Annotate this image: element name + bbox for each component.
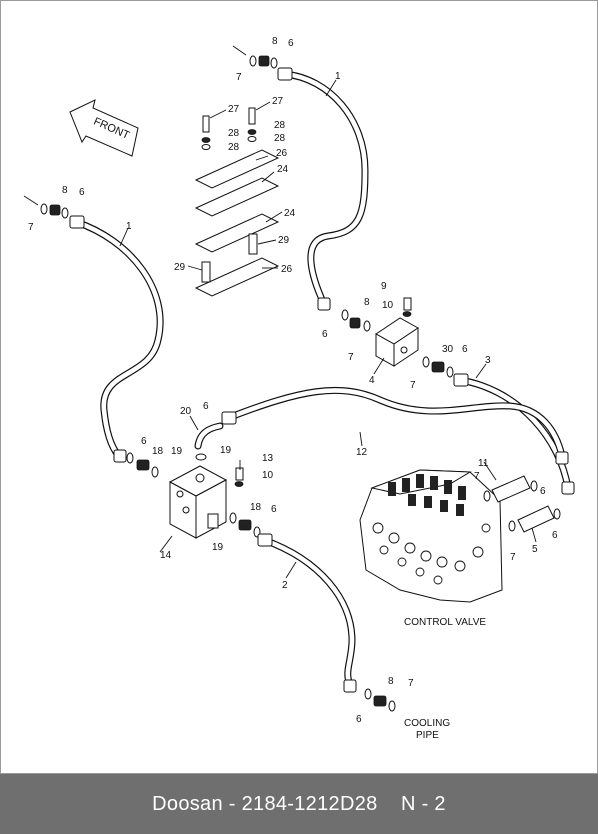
callout-8-left: 8	[62, 185, 68, 196]
callout-9: 9	[381, 281, 387, 292]
fitting-mid	[341, 309, 454, 378]
callout-3: 3	[485, 355, 491, 366]
block-14	[168, 465, 244, 539]
callout-14: 14	[160, 550, 172, 561]
hose-1-upper	[277, 67, 369, 311]
clamp-assembly	[194, 107, 280, 297]
hose-3	[453, 373, 575, 495]
callout-6-b: 6	[271, 504, 277, 515]
callout-6-5: 6	[552, 530, 558, 541]
callout-21: 24	[277, 164, 289, 175]
callout-6-c: 6	[356, 714, 362, 725]
callout-10-b: 10	[262, 470, 274, 481]
footer-page: N - 2	[400, 792, 446, 815]
front-arrow: FRONT	[69, 99, 139, 157]
callout-27b: 28	[274, 133, 286, 144]
adapter-11	[483, 475, 538, 503]
elbow-20	[194, 422, 224, 461]
callout-22: 27	[228, 104, 240, 115]
callout-5: 5	[532, 544, 538, 555]
callout-8-mid: 8	[364, 297, 370, 308]
fitting-top	[232, 45, 278, 69]
callout-18-b: 18	[250, 502, 262, 513]
callout-11: 11	[478, 458, 489, 469]
footer-brand: Doosan	[152, 792, 223, 815]
callout-19: 19	[220, 445, 232, 456]
callout-7-mid: 7	[348, 352, 354, 363]
callout-7-5: 7	[510, 552, 516, 563]
hose-1-left	[69, 215, 164, 463]
callout-6-11: 6	[540, 486, 546, 497]
callout-6-r: 6	[462, 344, 468, 355]
callout-21b: 24	[284, 208, 296, 219]
fitting-cooling	[364, 688, 396, 712]
callout-13: 13	[262, 453, 274, 464]
callout-6-left: 6	[79, 187, 85, 198]
callout-6-mid: 6	[322, 329, 328, 340]
control-valve	[359, 469, 503, 603]
hydraulic-hose-diagram: FRONT	[23, 36, 575, 741]
hose-2	[257, 533, 357, 693]
callout-27: 28	[228, 142, 240, 153]
control-valve-label: CONTROL VALVE	[404, 617, 486, 628]
callout-12: 12	[356, 447, 368, 458]
callout-7-left: 7	[28, 222, 34, 233]
adapter-5	[508, 505, 561, 533]
footer-part-number: 2184-1212D28	[241, 792, 378, 815]
footer-separator: -	[222, 792, 242, 815]
footer-bar: Doosan - 2184-1212D28 N - 2	[0, 774, 598, 834]
callout-29: 29	[278, 235, 290, 246]
callout-30: 30	[442, 344, 454, 355]
leader-lines	[119, 79, 537, 579]
callout-8: 8	[272, 36, 278, 47]
callout-19-l: 19	[171, 446, 183, 457]
callout-18: 18	[152, 446, 164, 457]
callout-26: 26	[281, 264, 293, 275]
callout-29b: 29	[174, 262, 186, 273]
callout-10: 10	[382, 300, 394, 311]
callout-20: 20	[180, 406, 192, 417]
callout-24: 26	[276, 148, 288, 159]
callout-7: 7	[236, 72, 242, 83]
fitting-left	[23, 195, 69, 219]
callout-28b: 28	[274, 120, 286, 131]
callout-7-r: 7	[410, 380, 416, 391]
callout-19-b: 19	[212, 542, 224, 553]
callouts: 8 6 7 1 27 27 28 28 28 28 26 24 24 29 29…	[28, 36, 558, 725]
callout-6-20: 6	[203, 401, 209, 412]
callout-28: 28	[228, 128, 240, 139]
cooling-pipe-label-2: PIPE	[416, 730, 439, 741]
callout-1-left: 1	[126, 221, 132, 232]
callout-22b: 27	[272, 96, 284, 107]
callout-6: 6	[288, 38, 294, 49]
callout-2: 2	[282, 580, 288, 591]
hose-12	[221, 386, 569, 465]
callout-4: 4	[369, 375, 375, 386]
callout-7-c: 7	[408, 678, 414, 689]
fitting-block-14	[126, 452, 261, 538]
cooling-pipe-label-1: COOLING	[404, 718, 450, 729]
callout-8-c: 8	[388, 676, 394, 687]
callout-7-11: 7	[474, 471, 480, 482]
callout-6-l: 6	[141, 436, 147, 447]
callout-1: 1	[335, 71, 341, 82]
block-4	[375, 297, 419, 367]
